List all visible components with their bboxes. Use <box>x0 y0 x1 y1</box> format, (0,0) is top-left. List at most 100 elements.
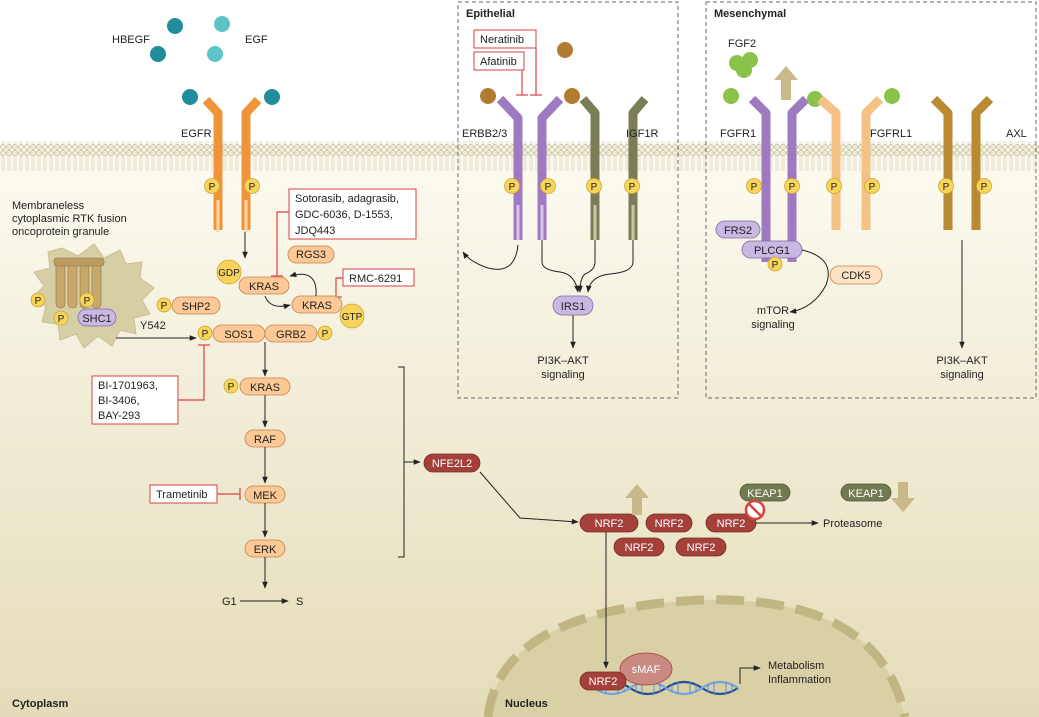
nrf2-5-label: NRF2 <box>717 518 746 530</box>
nrf2-node-3 <box>613 537 665 557</box>
keap1-node-free <box>840 483 892 502</box>
no-binding-icon <box>744 499 766 521</box>
pi3k-left-2: signaling <box>541 369 584 381</box>
phospho-site-7 <box>746 178 762 194</box>
phospho-site-label-11: P <box>943 182 950 193</box>
phospho-site-label-1: P <box>209 182 216 193</box>
phospho-site-4 <box>540 178 556 194</box>
kras-inh-line1: Sotorasib, adagrasib, <box>295 193 399 205</box>
irs1-label: IRS1 <box>561 301 585 313</box>
nrf2-up-arrow <box>625 484 649 515</box>
kras-inh-line2: GDC-6036, D-1553, <box>295 209 393 221</box>
rgs3-node <box>287 245 335 264</box>
rmc-label: RMC-6291 <box>349 273 402 285</box>
phospho-site-5 <box>586 178 602 194</box>
mtor-2: signaling <box>751 319 794 331</box>
gdp-node <box>216 259 242 285</box>
phospho-site-label-8: P <box>789 182 796 193</box>
shc1-label: SHC1 <box>82 313 111 325</box>
afatinib-label: Afatinib <box>480 56 517 68</box>
phospho-site-11 <box>938 178 954 194</box>
mesenchymal-panel <box>705 1 1037 399</box>
g1-label: G1 <box>222 596 237 608</box>
fgfrl1-label: FGFRL1 <box>870 128 912 140</box>
nrf2-4-label: NRF2 <box>687 542 716 554</box>
pi3k-left-1: PI3K–AKT <box>537 355 589 367</box>
egf-label: EGF <box>245 34 268 46</box>
phospho-site-label-6: P <box>629 182 636 193</box>
granule-phospho-3: P <box>58 314 65 325</box>
nrf2-2-label: NRF2 <box>655 518 684 530</box>
fgfr1-receptor <box>723 88 823 262</box>
cdk5-node <box>829 265 883 285</box>
phospho-site-label-4: P <box>545 182 552 193</box>
nrf2-nuclear-node <box>579 671 627 691</box>
bi-line3: BAY-293 <box>98 410 140 422</box>
kras-g12c-inhibitors-box: Sotorasib, adagrasib, GDC-6036, D-1553, … <box>288 188 417 240</box>
keap1-node-bound <box>739 483 791 502</box>
shp2-node <box>171 296 221 315</box>
phospho-site-12 <box>976 178 992 194</box>
y542-label: Y542 <box>140 320 166 332</box>
nrf2-node-4 <box>675 537 727 557</box>
erbb-inhibitor-lines <box>516 48 542 96</box>
bi-line1: BI-1701963, <box>98 380 158 392</box>
nrf2-nuclear-label: NRF2 <box>589 676 618 688</box>
sos1-phospho: P <box>202 329 209 340</box>
shc1-node <box>77 308 117 327</box>
phospho-site-label-7: P <box>751 182 758 193</box>
epithelial-label: Epithelial <box>466 8 515 20</box>
kras-inh-line3: JDQ443 <box>295 225 335 237</box>
fgf2-label: FGF2 <box>728 38 756 50</box>
raf-label: RAF <box>254 434 276 446</box>
phospho-site-label-10: P <box>869 182 876 193</box>
nrf2-node-main <box>579 513 639 533</box>
kras-gdp-node <box>238 276 290 295</box>
nfe2l2-node <box>423 453 481 473</box>
phospho-site-label-5: P <box>591 182 598 193</box>
neratinib-box: Neratinib <box>473 29 537 49</box>
kras-gdp-label: KRAS <box>249 281 279 293</box>
fgf2-ligands <box>729 52 758 78</box>
bi-line2: BI-3406, <box>98 395 140 407</box>
phospho-site-6 <box>624 178 640 194</box>
mtor-1: mTOR <box>757 305 789 317</box>
phospho-site-3 <box>504 178 520 194</box>
phospho-site-label-3: P <box>509 182 516 193</box>
metab-2: Inflammation <box>768 674 831 686</box>
cytoplasm-region <box>0 150 1039 717</box>
afatinib-box: Afatinib <box>473 51 525 71</box>
shp2-sos1-inhibitors-box: BI-1701963, BI-3406, BAY-293 <box>91 375 179 425</box>
phospho-site-label-12: P <box>981 182 988 193</box>
smaf-node <box>619 652 673 686</box>
pi3k-right-2: signaling <box>940 369 983 381</box>
axl-label: AXL <box>1006 128 1027 140</box>
erbb-label: ERBB2/3 <box>462 128 507 140</box>
kras-gtp-node <box>291 295 343 314</box>
phospho-site-1 <box>204 178 220 194</box>
erbb-receptor <box>480 42 580 240</box>
phospho-site-10 <box>864 178 880 194</box>
shp2-phospho: P <box>161 301 168 312</box>
s-label: S <box>296 596 303 608</box>
phospho-site-label-2: P <box>249 182 256 193</box>
egfr-label: EGFR <box>181 128 212 140</box>
nrf2-node-2 <box>645 513 693 533</box>
granule-phospho-1: P <box>35 296 42 307</box>
cdk5-label: CDK5 <box>841 270 870 282</box>
hbegf-label: HBEGF <box>112 34 150 46</box>
keap1-free-label: KEAP1 <box>848 488 883 500</box>
mek-label: MEK <box>253 490 278 502</box>
keap1-bound-label: KEAP1 <box>747 488 782 500</box>
metab-1: Metabolism <box>768 660 824 672</box>
phospho-site-9 <box>826 178 842 194</box>
gtp-label: GTP <box>342 312 363 323</box>
phospho-site-label-9: P <box>831 182 838 193</box>
nrf2-3-label: NRF2 <box>625 542 654 554</box>
phospho-site-2 <box>244 178 260 194</box>
shp2-label: SHP2 <box>182 301 211 313</box>
mesenchymal-label: Mesenchymal <box>714 8 786 20</box>
pi3k-right-1: PI3K–AKT <box>936 355 988 367</box>
